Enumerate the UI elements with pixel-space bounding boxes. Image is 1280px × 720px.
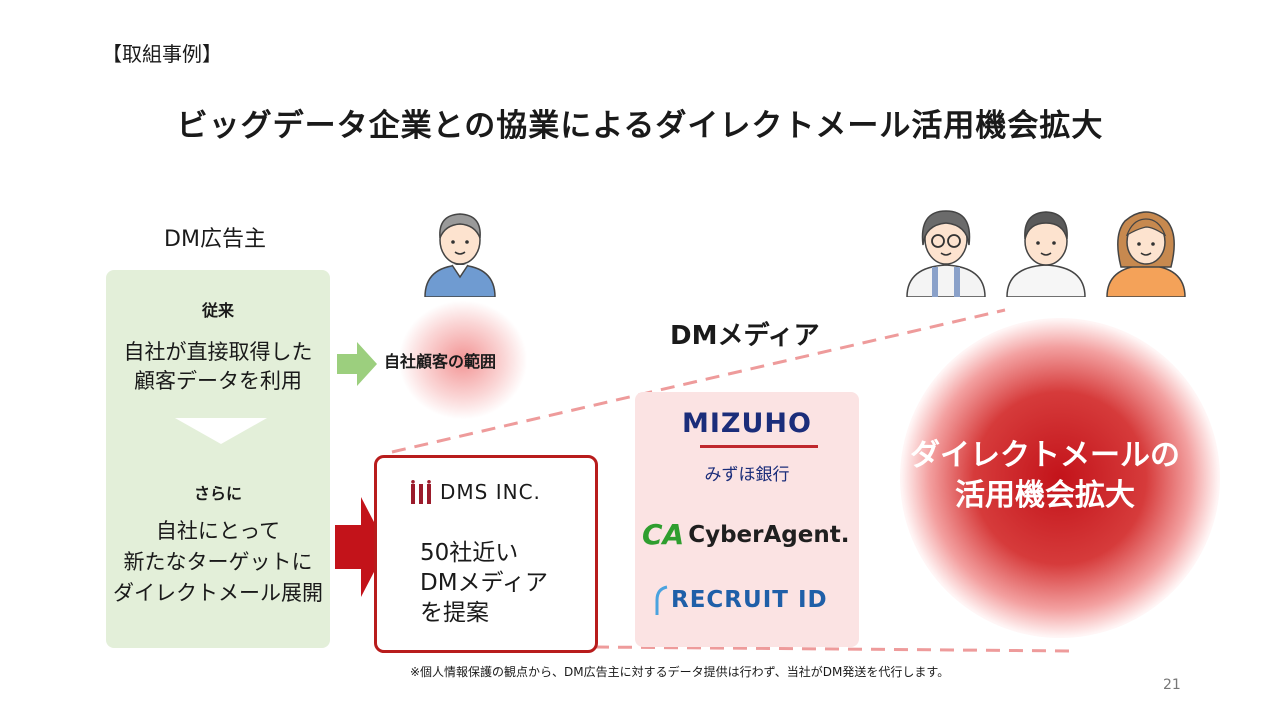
- mizuho-logo-underline: [700, 445, 818, 448]
- person-boy-icon: [1006, 211, 1086, 297]
- mizuho-bank-name: みずほ銀行: [704, 465, 790, 485]
- previous-text: 自社が直接取得した 顧客データを利用: [123, 340, 313, 393]
- advertiser-label: DM広告主: [164, 227, 266, 252]
- down-arrow-icon: [175, 418, 267, 444]
- further-heading: さらに: [193, 484, 242, 503]
- cyberagent-logo: CA CyberAgent.: [642, 518, 849, 551]
- advertiser-panel: [106, 270, 330, 648]
- recruit-arc-icon: [655, 585, 668, 615]
- footnote: ※個人情報保護の観点から、DM広告主に対するデータ提供は行わず、当社がDM発送を…: [410, 665, 950, 679]
- cyberagent-text: CyberAgent.: [688, 521, 850, 548]
- previous-heading: 従来: [201, 301, 234, 320]
- cyberagent-mark: CA: [642, 518, 685, 551]
- dms-proposal-text: 50社近い DMメディア を提案: [420, 540, 548, 626]
- recruit-id-text: RECRUIT ID: [671, 587, 828, 613]
- dms-mark-icon: [411, 480, 431, 504]
- further-text: 自社にとって 新たなターゲットに ダイレクトメール展開: [113, 519, 323, 605]
- dms-logo: DMS INC.: [410, 480, 541, 504]
- dms-logo-text: DMS INC.: [440, 480, 541, 504]
- recruit-id-logo: RECRUIT ID: [655, 585, 828, 615]
- page-number: 21: [1163, 677, 1181, 693]
- right-arrow-green-icon: [337, 342, 377, 386]
- own-customer-range-label: 自社顧客の範囲: [384, 352, 497, 371]
- outcome-glow: [900, 318, 1220, 638]
- media-logos-panel: [635, 392, 859, 647]
- own-customer-range-glow: [398, 300, 528, 420]
- slide-title: ビッグデータ企業との協業によるダイレクトメール活用機会拡大: [176, 108, 1104, 144]
- advertiser-person-icon: [424, 213, 496, 297]
- mizuho-logo: MIZUHO: [682, 408, 812, 439]
- dm-media-label: DMメディア: [670, 321, 820, 351]
- outcome-text: ダイレクトメールの 活用機会拡大: [910, 438, 1180, 513]
- person-woman-icon: [1106, 211, 1186, 297]
- case-study-tag: 【取組事例】: [102, 42, 222, 66]
- person-glasses-icon: [906, 210, 986, 297]
